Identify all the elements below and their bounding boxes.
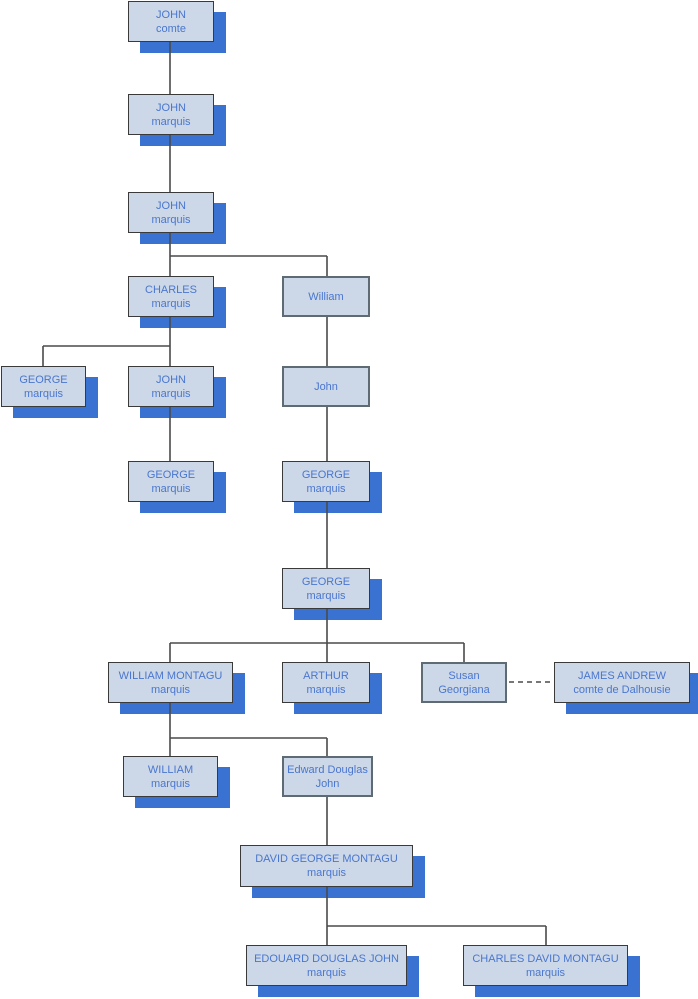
person-subtitle: marquis xyxy=(306,683,346,696)
person-subtitle: marquis xyxy=(525,966,566,979)
person-subtitle: marquis xyxy=(150,777,191,790)
person-name: John xyxy=(314,380,338,393)
person-subtitle: marquis xyxy=(151,297,191,310)
person-node-william-plain: William xyxy=(282,276,370,317)
person-subtitle: comte de Dalhousie xyxy=(573,683,671,696)
person-name: ARTHUR xyxy=(303,669,349,682)
person-subtitle: comte xyxy=(156,22,186,35)
person-name: JOHN xyxy=(156,199,186,212)
person-name: Edward Douglas xyxy=(287,763,368,776)
person-name: JAMES ANDREW xyxy=(577,669,666,682)
person-subtitle: marquis xyxy=(23,387,64,400)
person-name: CHARLES DAVID MONTAGU xyxy=(472,952,619,965)
person-name: GEORGE xyxy=(19,373,68,386)
person-name: Susan xyxy=(448,669,480,682)
person-name: EDOUARD DOUGLAS JOHN xyxy=(254,952,399,965)
person-subtitle: marquis xyxy=(151,387,191,400)
person-name: JOHN xyxy=(156,373,186,386)
person-name: JOHN xyxy=(156,8,186,21)
person-name: JOHN xyxy=(156,101,186,114)
person-subtitle: marquis xyxy=(150,683,191,696)
person-subtitle: marquis xyxy=(151,482,191,495)
person-subtitle: John xyxy=(315,777,340,790)
person-name: William xyxy=(308,290,344,303)
person-name: DAVID GEORGE MONTAGU xyxy=(255,853,398,865)
person-node-david-george-montagu: DAVID GEORGE MONTAGU marquis xyxy=(240,845,413,887)
person-subtitle: marquis xyxy=(306,867,347,879)
person-subtitle: marquis xyxy=(306,589,346,602)
person-name: GEORGE xyxy=(146,468,196,481)
person-name: GEORGE xyxy=(301,468,351,481)
person-name: WILLIAM MONTAGU xyxy=(118,669,223,682)
person-subtitle: marquis xyxy=(306,482,346,495)
person-subtitle: marquis xyxy=(151,115,191,128)
person-name: GEORGE xyxy=(301,575,351,588)
person-node-john-plain: John xyxy=(282,366,370,407)
person-subtitle: Georgiana xyxy=(438,683,490,696)
person-subtitle: marquis xyxy=(306,966,347,979)
person-name: CHARLES xyxy=(145,283,197,296)
person-name: WILLIAM xyxy=(147,763,194,776)
person-subtitle: marquis xyxy=(151,213,191,226)
